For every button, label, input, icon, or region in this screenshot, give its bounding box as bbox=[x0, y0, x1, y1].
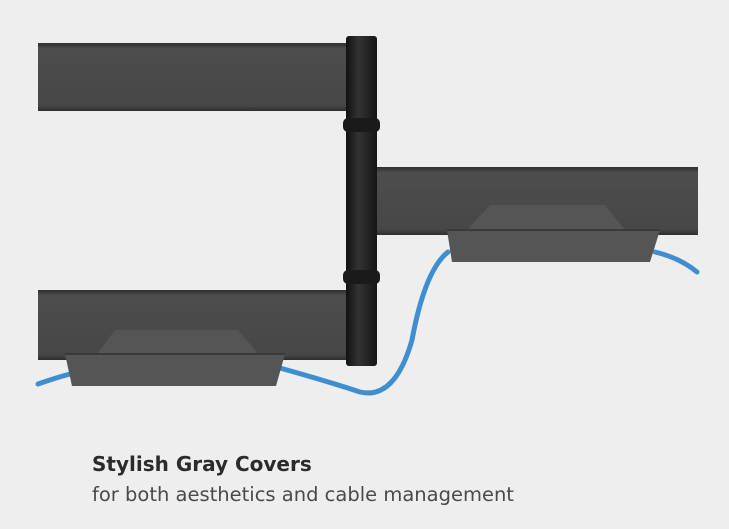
cable bbox=[35, 249, 700, 396]
cable-cover-right bbox=[447, 205, 660, 262]
pivot-pole bbox=[343, 36, 380, 366]
caption-title: Stylish Gray Covers bbox=[92, 452, 312, 476]
cable-cover-left bbox=[65, 330, 285, 386]
pivot-collar-bottom bbox=[343, 270, 380, 284]
top-arm bbox=[38, 43, 353, 111]
pivot-collar-top bbox=[343, 118, 380, 132]
tv-mount-illustration bbox=[35, 36, 700, 396]
caption-subtitle: for both aesthetics and cable management bbox=[92, 483, 514, 506]
